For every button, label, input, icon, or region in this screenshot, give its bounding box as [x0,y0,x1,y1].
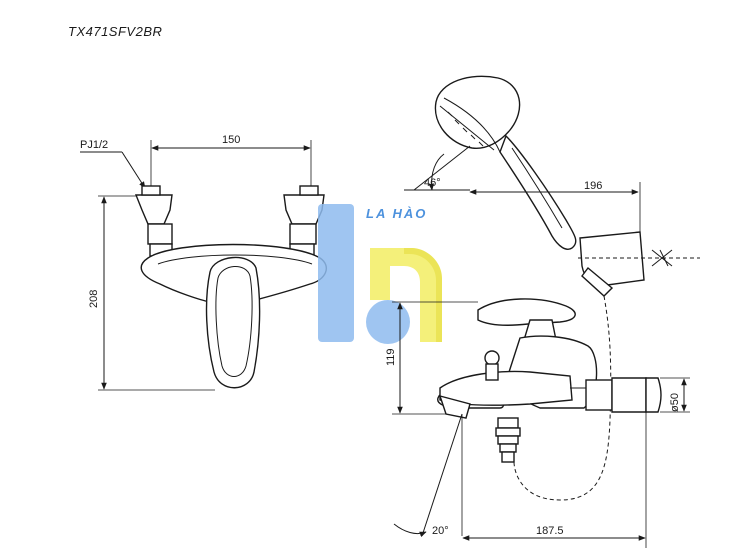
diverter-stem [485,363,499,381]
hose-connector [495,417,521,463]
angle-arc-handshower [428,153,445,191]
side-lever [477,298,576,326]
wall-inlet-nut [585,379,613,411]
brand-watermark: LA HÀO [318,204,442,344]
dim-body-height: 208 [88,290,100,308]
shower-head [434,75,521,149]
dim-pipe-thread: PJ1/2 [80,139,108,151]
shower-handle [499,134,577,250]
shower-face [443,97,501,153]
angle-line-handshower [413,145,471,191]
shower-nozzles [447,111,484,147]
right-inlet-nut [289,223,317,245]
dim-spout-reach: 187.5 [536,525,564,537]
angle-arc-spout [393,523,427,537]
watermark-brand-text: LA HÀO [366,206,427,221]
left-inlet-cap [141,185,161,196]
diverter-knob [484,350,500,366]
shower-hose [513,295,612,501]
front-view: 150 PJ1/2 208 [80,134,328,391]
leader-pipe-thread [121,151,146,189]
side-view: 46° 196 [385,75,700,548]
dim-inlet-spacing: 150 [222,134,240,146]
wall-inlet-flange [611,377,647,413]
dim-handshower-angle: 46° [424,177,441,189]
left-inlet-cone [134,194,173,225]
watermark-blue-dot [366,300,410,344]
watermark-blue-bar [318,204,354,342]
watermark-yellow-stripe [404,248,442,342]
lever-handle-inner [215,266,253,377]
left-inlet-nut [147,223,173,245]
wall-anchor-icon [651,249,673,267]
right-inlet-cap [299,185,319,196]
wall-inlet-cover [645,377,662,413]
spout-tip [438,394,471,419]
dim-handshower-reach: 196 [584,180,602,192]
dim-spout-angle: 20° [432,525,449,537]
dim-spout-height: 119 [385,348,397,366]
dim-inlet-diameter: ø50 [669,393,681,412]
side-spout [439,370,573,406]
angle-line-spout [421,413,463,537]
mixer-body-highlight [157,254,313,265]
watermark-yellow-arc [370,248,440,342]
shower-handle-line [511,147,563,229]
model-code-label: TX471SFV2BR [68,24,163,39]
